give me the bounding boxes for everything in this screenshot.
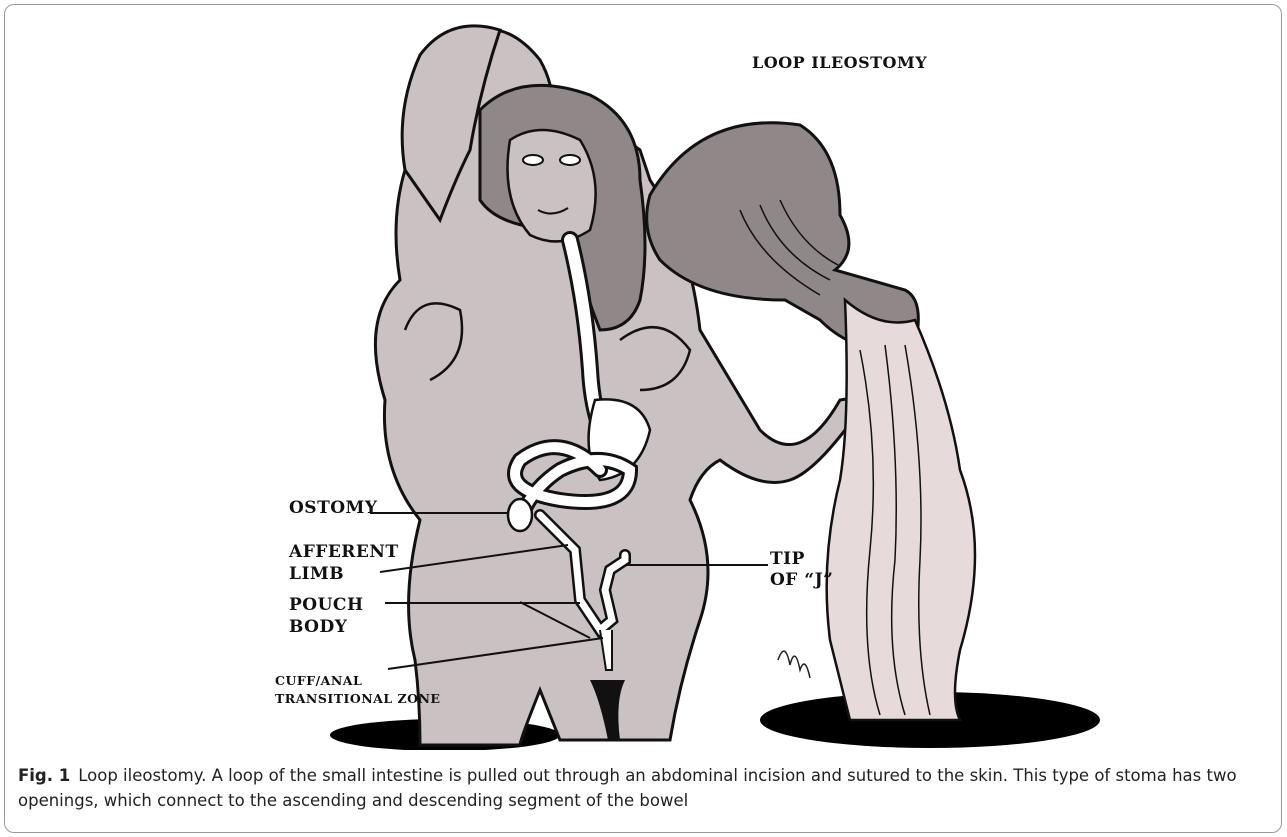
loop-ileostomy-illustration — [0, 0, 1287, 750]
pouring-water — [827, 300, 975, 720]
label-afferent-2: LIMB — [289, 563, 344, 585]
stoma — [508, 499, 532, 531]
figure-title: LOOP ILEOSTOMY — [752, 52, 927, 74]
eye-right — [560, 155, 580, 165]
label-tip-1: TIP — [770, 548, 805, 570]
label-cuff-1: CUFF/ANAL — [275, 672, 362, 689]
label-pouch-2: BODY — [289, 616, 347, 638]
label-tip-2: OF “J” — [770, 569, 833, 591]
eye-left — [523, 155, 543, 165]
caption-lead: Fig. 1 — [18, 766, 70, 785]
caption-text: Loop ileostomy. A loop of the small inte… — [18, 766, 1237, 810]
label-pouch-1: POUCH — [289, 594, 364, 616]
figure-caption: Fig. 1Loop ileostomy. A loop of the smal… — [18, 763, 1268, 813]
label-afferent-1: AFFERENT — [289, 541, 399, 563]
artist-signature — [778, 651, 810, 678]
label-cuff-2: TRANSITIONAL ZONE — [275, 690, 440, 707]
label-ostomy: OSTOMY — [289, 497, 378, 519]
